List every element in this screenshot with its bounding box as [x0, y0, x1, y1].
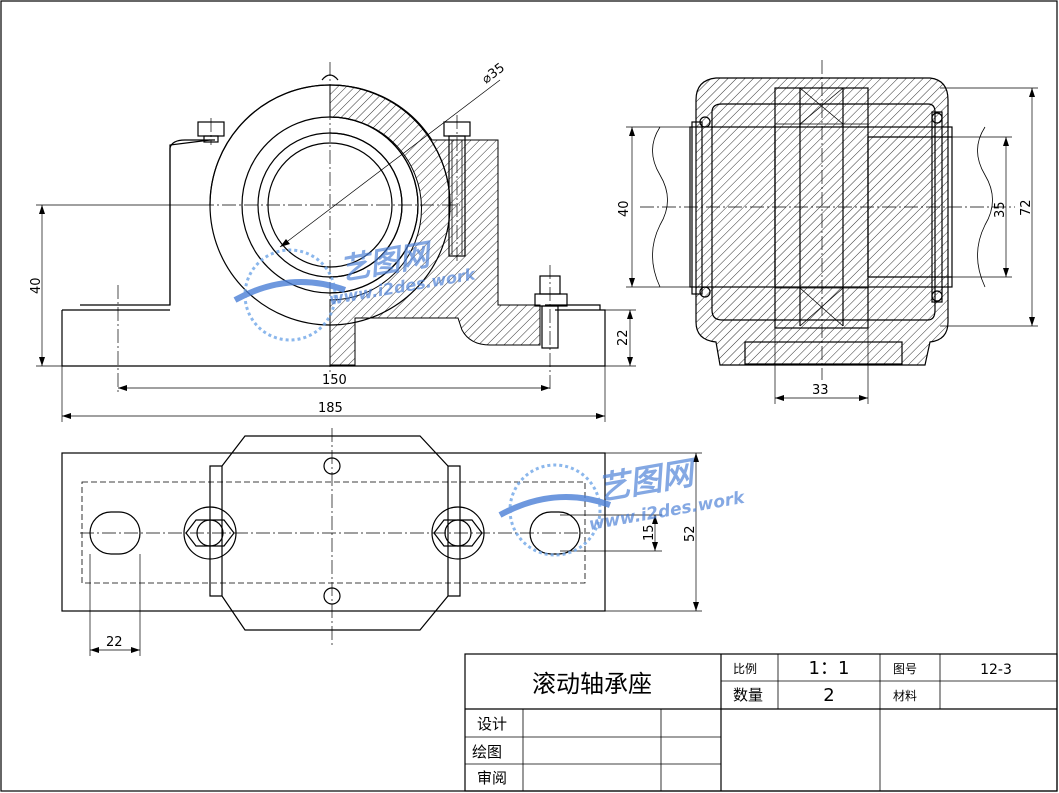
- front-view: [61, 62, 606, 392]
- dim-height-22: 22: [616, 329, 631, 346]
- designer-label: 设计: [477, 715, 507, 733]
- dim-diameter-35: ⌀35: [479, 61, 507, 88]
- dim-side-72: 72: [1019, 199, 1034, 216]
- dim-width-185: 185: [318, 401, 343, 416]
- watermark-logo-2: 艺图网 www.i2des.work: [498, 453, 748, 557]
- title-block: 滚动轴承座 比例 1：1 图号 12-3 数量 2 材料 设计 绘图 审阅: [464, 653, 1058, 792]
- top-view: [61, 428, 606, 645]
- dim-top-15: 15: [642, 524, 657, 541]
- drawing-title: 滚动轴承座: [532, 670, 652, 698]
- drawing-number-label: 图号: [893, 662, 917, 676]
- scale-label: 比例: [733, 662, 757, 676]
- dim-height-40: 40: [29, 277, 44, 294]
- reviewer-label: 审阅: [477, 769, 507, 787]
- dim-top-52: 52: [683, 525, 698, 542]
- dim-side-40: 40: [617, 200, 632, 217]
- drafter-label: 绘图: [472, 743, 502, 761]
- material-label: 材料: [893, 689, 917, 703]
- side-dimensions: 40 35 72 33: [617, 87, 1038, 404]
- drawing-number-value: 12-3: [980, 662, 1012, 678]
- dim-side-35: 35: [993, 201, 1008, 218]
- dim-side-33: 33: [812, 383, 829, 398]
- quantity-value: 2: [823, 685, 834, 706]
- top-dimensions: 15 52 22: [89, 452, 702, 656]
- quantity-label: 数量: [733, 686, 763, 704]
- dim-width-150: 150: [322, 373, 347, 388]
- side-view: [640, 60, 1015, 380]
- section-hatch: [329, 84, 541, 366]
- scale-value: 1：1: [809, 658, 850, 679]
- dim-top-22: 22: [106, 635, 123, 650]
